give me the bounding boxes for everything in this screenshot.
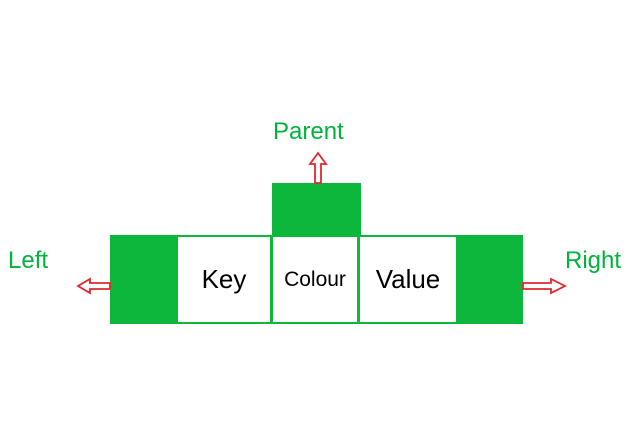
key-cell: Key [178, 237, 270, 322]
arrow-left-icon [76, 277, 111, 295]
value-cell: Value [360, 237, 456, 322]
parent-pointer-block [272, 183, 361, 237]
right-label: Right [565, 247, 622, 274]
colour-label: Colour [284, 267, 346, 291]
left-label: Left [8, 247, 49, 274]
key-label: Key [201, 264, 247, 294]
arrow-right-icon [522, 277, 568, 295]
colour-cell: Colour [273, 237, 357, 322]
node-record: Key Colour Value [110, 235, 523, 324]
arrow-up-icon [308, 151, 328, 184]
parent-label: Parent [273, 118, 344, 145]
value-label: Value [375, 264, 441, 294]
